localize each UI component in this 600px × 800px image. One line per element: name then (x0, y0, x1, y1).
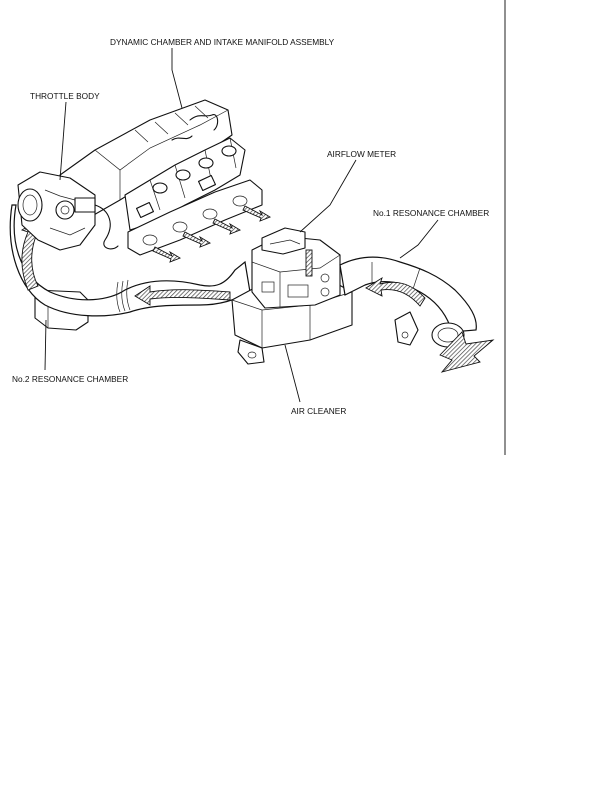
flow-arrow-inlet (365, 276, 426, 307)
intake-duct (9, 204, 251, 317)
port-flow-arrows (152, 205, 272, 263)
incoming-air-arrow (439, 331, 495, 373)
label-dynamic-chamber: DYNAMIC CHAMBER AND INTAKE MANIFOLD ASSE… (110, 37, 335, 47)
injectors (135, 145, 237, 219)
flow-arrow-middle (134, 285, 231, 306)
label-no1-resonance-chamber: No.1 RESONANCE CHAMBER (373, 208, 489, 218)
airflow-meter (251, 227, 341, 309)
label-no2-resonance-chamber: No.2 RESONANCE CHAMBER (12, 374, 128, 384)
manifold-ports (142, 195, 248, 246)
label-airflow-meter: AIRFLOW METER (327, 149, 396, 159)
label-air-cleaner: AIR CLEANER (291, 406, 346, 416)
label-throttle-body: THROTTLE BODY (30, 91, 100, 101)
throttle-body (17, 171, 119, 251)
leader-lines (44, 48, 439, 403)
no1-resonance-chamber (339, 256, 495, 373)
dynamic-chamber-assembly (59, 99, 272, 263)
